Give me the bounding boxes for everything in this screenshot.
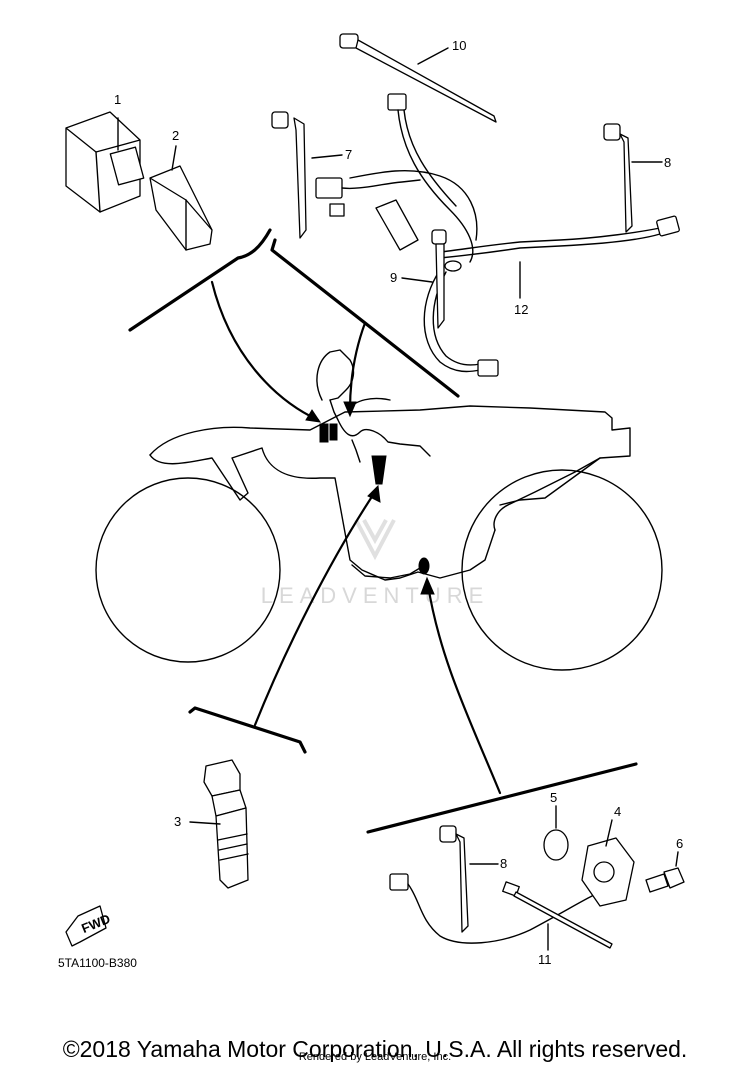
callout-4: 4	[614, 804, 621, 819]
installed-wire	[329, 399, 431, 457]
callout-2: 2	[172, 128, 179, 143]
part-o-ring	[543, 829, 569, 861]
callout-6: 6	[676, 836, 683, 851]
part-cable-tie-7	[271, 111, 343, 239]
installed-cdi-unit	[319, 423, 329, 443]
callout-11: 11	[538, 952, 552, 967]
rendered-by-notice: Rendered by LeadVenture, Inc.	[298, 1051, 452, 1063]
rear-wheel	[95, 477, 281, 663]
watermark-text: LEADVENTURE	[261, 583, 490, 608]
installed-harness	[316, 349, 431, 579]
installed-rectifier	[329, 423, 338, 441]
group-brackets	[128, 228, 638, 834]
callout-12: 12	[514, 302, 528, 317]
callout-9: 9	[390, 270, 397, 285]
callout-10: 10	[452, 38, 466, 53]
motorcycle-outline	[95, 397, 663, 671]
part-cable-tie-8-lower	[439, 825, 499, 933]
watermark: LEADVENTURE	[261, 519, 490, 608]
part-ignition-coil	[189, 759, 249, 889]
part-cdi-unit	[65, 111, 145, 213]
part-pickup-coil	[581, 819, 635, 907]
part-code: 5TA1100-B380	[58, 956, 137, 970]
part-cable-tie-8-upper	[603, 123, 663, 233]
bracket-cdi-group	[128, 228, 272, 332]
arrow-head-pickup	[420, 576, 435, 595]
arrow-line-coil	[253, 490, 377, 727]
part-bolt	[645, 851, 685, 893]
part-rectifier	[149, 145, 213, 251]
bracket-coil-group	[188, 706, 307, 754]
installed-pickup-coil	[418, 557, 430, 575]
arrow-head-harness	[343, 401, 357, 418]
part-cable-tie-10	[339, 33, 497, 123]
callout-7: 7	[345, 147, 352, 162]
part-wire-harness	[315, 93, 680, 377]
arrow-line-cdi	[210, 280, 320, 422]
callout-1: 1	[114, 92, 121, 107]
installed-cdi-bracket	[316, 349, 355, 401]
arrow-line-harness	[348, 321, 367, 412]
bracket-pickup-group	[366, 762, 638, 834]
frame-lower	[149, 447, 496, 581]
arrow-head-cdi	[305, 409, 322, 423]
installed-ignition-coil	[371, 455, 387, 485]
copyright-notice: ©2018 Yamaha Motor Corporation, U.S.A. A…	[62, 1036, 688, 1062]
callout-8-lower: 8	[500, 856, 507, 871]
bodywork-top	[149, 405, 631, 531]
fwd-badge: FWD	[65, 905, 112, 947]
arrow-head-coil	[367, 484, 381, 503]
front-fender	[499, 457, 601, 506]
front-wheel	[461, 469, 663, 671]
callout-3: 3	[174, 814, 181, 829]
installed-wire-branch	[351, 439, 361, 463]
callouts: 1 2 3 4 5 6 7 8 8 9 10 11 12	[114, 38, 683, 967]
installed-pickup-wire	[351, 564, 421, 579]
callout-8-upper: 8	[664, 155, 671, 170]
part-lead-wire	[389, 873, 613, 951]
bracket-harness-group	[270, 238, 460, 398]
callout-5: 5	[550, 790, 557, 805]
part-cable-tie-9	[401, 229, 447, 329]
arrow-line-pickup	[426, 583, 502, 795]
